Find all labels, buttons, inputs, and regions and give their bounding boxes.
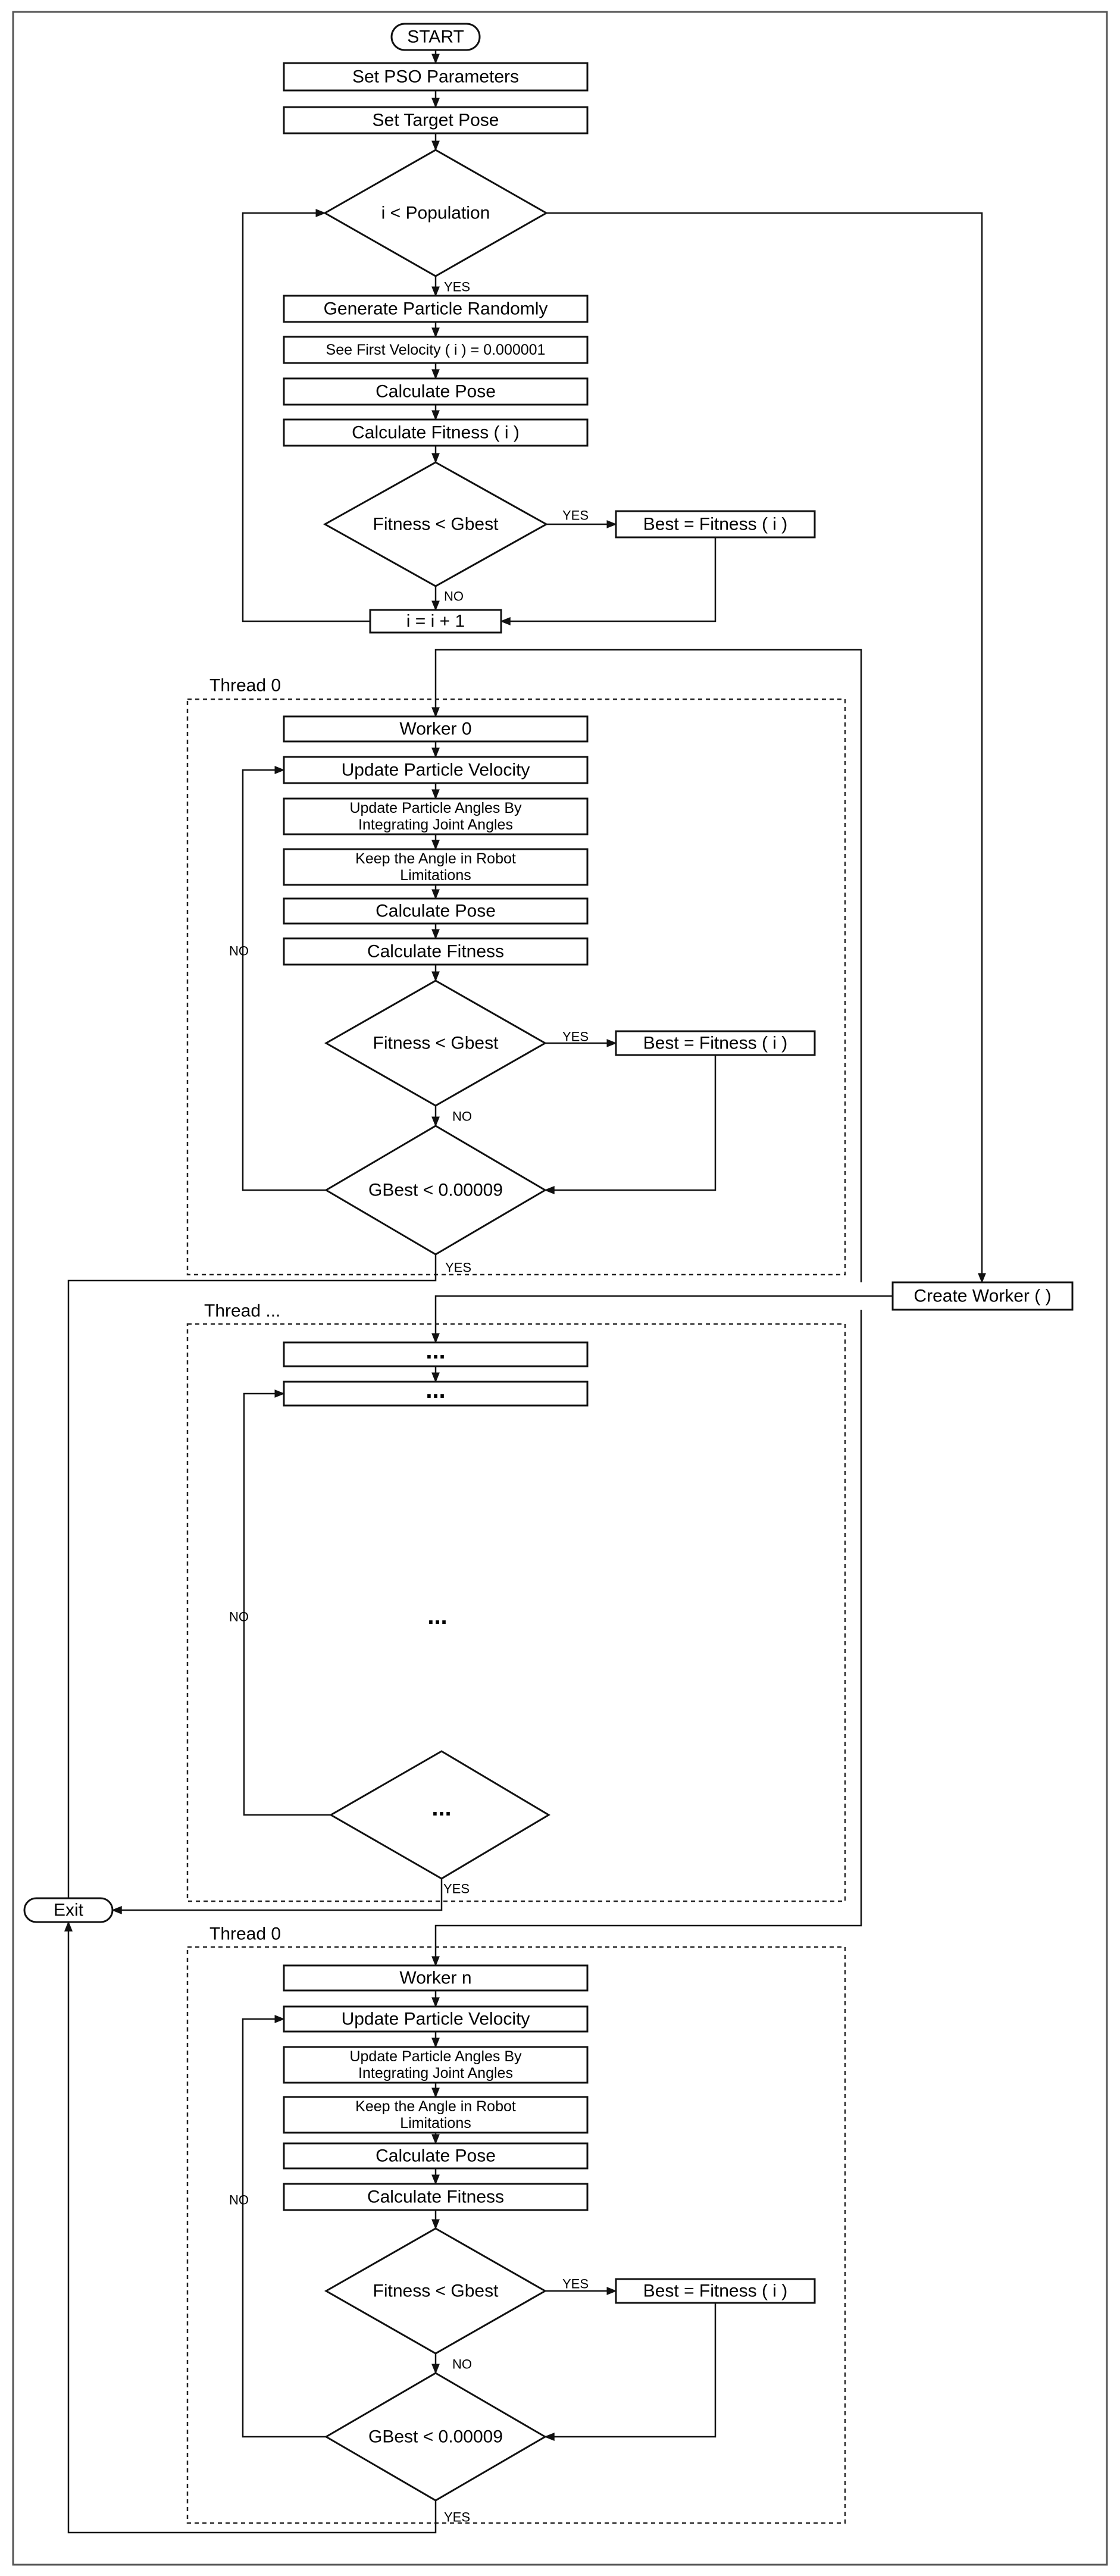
init-best-box — [615, 510, 816, 539]
thread-mid-title: Thread ... — [204, 1301, 280, 1321]
first-velocity-box — [283, 336, 589, 364]
init-calculate-fitness-label: Calculate Fitness ( i ) — [352, 423, 520, 443]
thread0-spawn-arrow — [431, 649, 862, 1282]
thread-n-update-velocity-label: Update Particle Velocity — [342, 2010, 530, 2029]
first-velocity-label: See First Velocity ( i ) = 0.000001 — [326, 342, 546, 358]
yes-label: YES — [445, 1260, 471, 1275]
thread-mid-exit-arrow — [111, 1879, 443, 1914]
no-label: NO — [229, 1610, 249, 1625]
thread-n-exit-arrow — [64, 1921, 437, 2534]
init-calculate-pose-label: Calculate Pose — [376, 382, 496, 402]
thread-n-spawn-arrow — [431, 1310, 862, 1967]
thread0-exit-arrow — [64, 1254, 437, 1911]
thread-mid-decision-label: ... — [431, 1795, 451, 1821]
no-label: NO — [229, 2193, 249, 2208]
thread-n-keep-angle-label-2: Limitations — [400, 2115, 471, 2131]
generate-particle-box — [283, 295, 589, 323]
thread-mid-box-2 — [283, 1381, 589, 1407]
thread0-worker-box — [283, 715, 589, 743]
thread0-container — [186, 698, 846, 1276]
thread-mid-container — [186, 1323, 846, 1902]
thread-mid-box-2-label: ... — [426, 1377, 445, 1403]
thread-mid-middle-ellipsis: ... — [427, 1603, 447, 1629]
thread-n-loop-back-arrow — [242, 2015, 326, 2438]
thread0-worker-label: Worker 0 — [399, 719, 471, 739]
init-fitness-decision-label: Fitness < Gbest — [373, 515, 499, 534]
set-pso-parameters-box — [283, 62, 589, 92]
init-best-label: Best = Fitness ( i ) — [643, 515, 788, 534]
thread0-update-velocity-label: Update Particle Velocity — [342, 760, 530, 780]
no-label: NO — [452, 2357, 472, 2372]
no-label: NO — [229, 944, 249, 959]
thread0-keep-angle-label-2: Limitations — [400, 867, 471, 884]
thread-n-gbest-decision-label: GBest < 0.00009 — [368, 2427, 503, 2447]
thread0-gbest-decision-label: GBest < 0.00009 — [368, 1181, 503, 1200]
thread-n-calculate-fitness-label: Calculate Fitness — [367, 2187, 504, 2207]
thread-mid-loop-back-arrow — [243, 1389, 331, 1816]
thread-n-fitness-decision-label: Fitness < Gbest — [373, 2281, 499, 2301]
thread0-best-label: Best = Fitness ( i ) — [643, 1034, 788, 1053]
thread0-keep-angle-box — [283, 848, 589, 886]
thread0-update-angles-label-2: Integrating Joint Angles — [358, 816, 513, 833]
yes-label: YES — [562, 1029, 589, 1044]
yes-label: YES — [443, 1882, 470, 1896]
thread-n-worker-label: Worker n — [399, 1968, 471, 1988]
thread-n-calculate-pose-label: Calculate Pose — [376, 2146, 496, 2166]
thread0-keep-angle-label-1: Keep the Angle in Robot — [355, 850, 516, 867]
init-calculate-pose-box — [283, 377, 589, 406]
thread0-calculate-pose-box — [283, 897, 589, 925]
generate-particle-label: Generate Particle Randomly — [324, 299, 548, 319]
thread-n-worker-box — [283, 1964, 589, 1992]
arrow — [546, 212, 986, 1284]
thread-n-keep-angle-label-1: Keep the Angle in Robot — [355, 2098, 516, 2115]
thread-mid-box-1-label: ... — [426, 1338, 445, 1364]
thread-n-update-angles-label-2: Integrating Joint Angles — [358, 2065, 513, 2082]
thread0-calculate-fitness-box — [283, 937, 589, 966]
increment-box — [369, 609, 502, 634]
population-decision-label: i < Population — [381, 204, 490, 223]
init-calculate-fitness-box — [283, 418, 589, 447]
loop-back-arrow — [242, 209, 370, 622]
create-worker-label: Create Worker ( ) — [913, 1287, 1051, 1306]
thread-n-update-velocity-box — [283, 2005, 589, 2033]
thread0-fitness-decision-label: Fitness < Gbest — [373, 1034, 499, 1053]
arrow — [544, 1055, 717, 1194]
thread0-best-box — [615, 1030, 816, 1056]
thread-n-best-label: Best = Fitness ( i ) — [643, 2281, 788, 2301]
thread-n-update-angles-box — [283, 2046, 589, 2084]
yes-label: YES — [444, 2510, 470, 2525]
thread0-update-angles-label-1: Update Particle Angles By — [349, 800, 522, 816]
diagram-frame — [12, 11, 1108, 2566]
thread-n-update-angles-label-1: Update Particle Angles By — [349, 2048, 522, 2065]
set-target-pose-label: Set Target Pose — [373, 111, 499, 130]
no-label: NO — [452, 1109, 472, 1124]
thread0-update-angles-box — [283, 797, 589, 835]
set-target-pose-box — [283, 106, 589, 134]
thread-mid-spawn-arrow — [431, 1295, 893, 1344]
exit-label: Exit — [54, 1901, 84, 1920]
thread-mid-box-1 — [283, 1341, 589, 1367]
yes-label: YES — [444, 280, 470, 295]
thread0-loop-back-arrow — [242, 766, 326, 1191]
thread0-title: Thread 0 — [209, 676, 281, 696]
arrow — [500, 537, 717, 625]
no-label: NO — [444, 589, 464, 604]
thread-n-best-box — [615, 2278, 816, 2304]
arrow — [544, 2303, 717, 2441]
increment-label: i = i + 1 — [406, 612, 465, 631]
thread-n-container — [186, 1946, 846, 2524]
yes-label: YES — [562, 508, 589, 523]
thread-n-title: Thread 0 — [209, 1924, 281, 1944]
thread0-calculate-fitness-label: Calculate Fitness — [367, 942, 504, 962]
thread0-calculate-pose-label: Calculate Pose — [376, 902, 496, 921]
start-label: START — [407, 27, 464, 47]
yes-label: YES — [562, 2277, 589, 2292]
set-pso-parameters-label: Set PSO Parameters — [352, 67, 519, 87]
